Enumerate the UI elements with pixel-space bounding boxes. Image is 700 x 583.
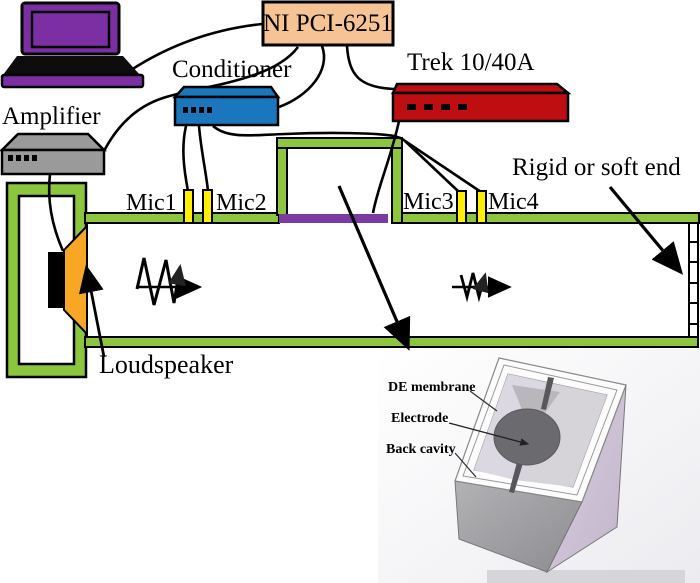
de-membrane-label: DE membrane (388, 380, 476, 395)
cube-frame-line (462, 364, 618, 496)
mic1-label: Mic1 (126, 190, 177, 216)
wire-branch-mic3 (404, 140, 460, 193)
incident-wave-symbol (135, 257, 203, 306)
rigid-end-arrow (608, 185, 684, 275)
mic3-probe (456, 190, 467, 224)
loudspeaker-label: Loudspeaker (99, 350, 234, 379)
back-cavity-leader-line (454, 452, 477, 478)
mic2-label: Mic2 (216, 190, 267, 216)
wire-daq-to-trek (345, 45, 397, 91)
mic4-label: Mic4 (488, 189, 539, 215)
trek-box (391, 82, 572, 123)
daq-label: NI PCI-6251 (263, 10, 393, 37)
wire-trek-to-membrane (371, 120, 401, 214)
microphones (183, 189, 487, 224)
transmitted-wave-trace (459, 272, 489, 303)
wire-conditioner-to-mic34 (212, 124, 406, 142)
incident-wave-trace (135, 257, 186, 306)
wire-amplifier-to-speaker (47, 173, 65, 252)
end-wall-segments (689, 241, 698, 325)
daq-box (261, 0, 395, 47)
electrode-leader-arrow (448, 422, 530, 446)
sample-housing-top-wall (276, 137, 403, 149)
speaker-cone (63, 223, 88, 337)
inset-shadow (487, 570, 685, 583)
wire-laptop-to-daq (130, 22, 263, 72)
dea-sample-inset (378, 349, 700, 583)
sample-housing-right-wall (391, 137, 403, 224)
trek-label: Trek 10/40A (407, 49, 535, 76)
amplifier-label: Amplifier (2, 103, 101, 130)
amplifier-top-face (0, 132, 108, 152)
conditioner-front-face (173, 95, 280, 127)
mic1-probe (183, 189, 194, 224)
wire-conditioner-to-mic2 (197, 125, 210, 192)
loudspeaker-arrow (78, 264, 106, 358)
trek-top-face (391, 82, 572, 95)
laptop-screen (30, 10, 111, 49)
tube-bottom-wall (84, 336, 699, 348)
loudspeaker-box (5, 181, 88, 379)
laptop (0, 1, 145, 89)
speaker-magnet (48, 252, 64, 308)
wire-daq-to-conditioner (278, 45, 326, 109)
rigid-end-label: Rigid or soft end (512, 154, 681, 181)
membrane-to-inset-arrow (337, 185, 411, 351)
conditioner-box (172, 85, 281, 127)
cables (47, 22, 482, 252)
de-membrane-sample (279, 214, 388, 223)
trek-front-face (391, 91, 570, 123)
mic4-probe (476, 190, 487, 224)
tube-end-wall (688, 222, 699, 338)
electrode-label: Electrode (391, 411, 449, 426)
wire-conditioner-to-mic1 (182, 125, 190, 192)
electrode-disc (493, 408, 561, 466)
amplifier-box (0, 132, 108, 176)
amplifier-buttons (8, 155, 37, 161)
conditioner-buttons (183, 107, 212, 113)
electrode-lead-top (541, 377, 554, 410)
wire-branch-mic4 (404, 139, 482, 194)
laptop-base (0, 73, 145, 89)
conditioner-top-face (172, 85, 281, 99)
sample-housing-left-wall (276, 137, 288, 216)
amplifier-front-face (0, 148, 106, 176)
end-wall-column (688, 222, 699, 338)
conditioner-label: Conditioner (172, 56, 292, 83)
de-membrane-leader-line (469, 390, 498, 412)
laptop-keyboard-deck (3, 56, 140, 75)
mic2-probe (202, 189, 213, 224)
back-cavity-label: Back cavity (386, 442, 456, 457)
mic3-label: Mic3 (403, 189, 454, 215)
wire-daq-to-amplifier (102, 46, 300, 152)
trek-buttons (407, 104, 467, 110)
electrode-lead-bottom (509, 462, 523, 493)
transmitted-wave-symbol (452, 272, 512, 303)
